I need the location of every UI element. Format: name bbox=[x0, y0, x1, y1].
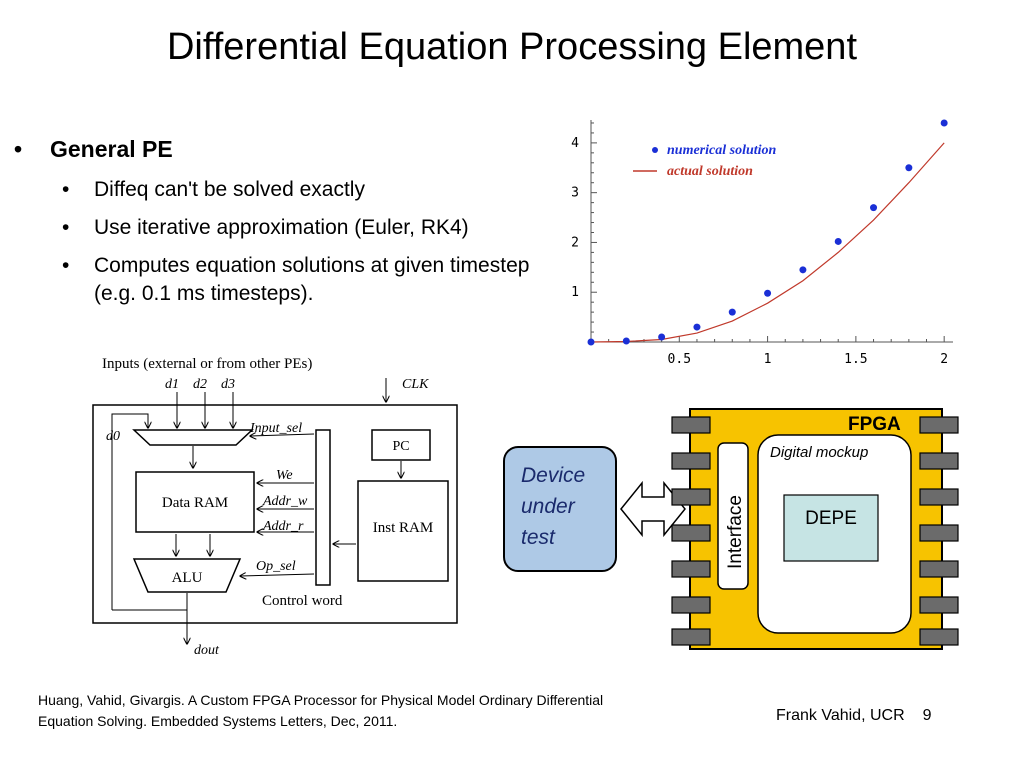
addr-w-label: Addr_w bbox=[262, 494, 308, 509]
inputs-label: Inputs (external or from other PEs) bbox=[102, 356, 312, 372]
input-sel-label: Input_sel bbox=[249, 421, 302, 436]
control-word-bar bbox=[315, 429, 331, 586]
y-tick-label: 4 bbox=[571, 136, 579, 151]
input-mux bbox=[132, 429, 254, 446]
legend-label-numerical: numerical solution bbox=[667, 143, 777, 158]
fpga-pin-left bbox=[671, 560, 711, 578]
control-word-label: Control word bbox=[262, 593, 343, 609]
numerical-solution-point bbox=[834, 237, 842, 245]
page-number: 9 bbox=[922, 707, 932, 724]
d2-label: d2 bbox=[193, 377, 207, 392]
dut-label-line2: under bbox=[521, 495, 576, 518]
we-label: We bbox=[276, 468, 293, 483]
inst-ram-label: Inst RAM bbox=[373, 520, 433, 536]
numerical-solution-point bbox=[728, 308, 736, 316]
chart-marks bbox=[587, 119, 948, 346]
x-tick-label: 0.5 bbox=[668, 352, 691, 367]
citation: Huang, Vahid, Givargis. A Custom FPGA Pr… bbox=[38, 690, 648, 732]
chart-legend: numerical solution actual solution bbox=[633, 143, 777, 179]
bullet-main-text: General PE bbox=[50, 136, 173, 162]
addr-r-label: Addr_r bbox=[262, 519, 304, 534]
digital-mockup-label: Digital mockup bbox=[770, 444, 868, 461]
data-ram-block bbox=[135, 471, 255, 533]
y-tick-label: 1 bbox=[571, 285, 579, 300]
footer: Frank Vahid, UCR 9 bbox=[776, 707, 932, 725]
fpga-pins bbox=[671, 416, 959, 646]
actual-solution-line bbox=[590, 142, 945, 343]
depe-box bbox=[783, 494, 879, 562]
x-tick-label: 1.5 bbox=[844, 352, 867, 367]
interface-label: Interface bbox=[725, 495, 746, 569]
double-arrow-icon bbox=[620, 480, 686, 538]
pe-block-diagram: Inputs (external or from other PEs) d1 d… bbox=[92, 356, 458, 658]
fpga-pin-right bbox=[919, 416, 959, 434]
numerical-solution-point bbox=[799, 266, 807, 274]
bullet-main: • General PE bbox=[14, 136, 574, 176]
pc-block bbox=[371, 429, 431, 461]
fpga-pin-left bbox=[671, 416, 711, 434]
numerical-solution-point bbox=[693, 323, 701, 331]
fpga-pin-left bbox=[671, 524, 711, 542]
fpga-pin-right bbox=[919, 524, 959, 542]
fpga-pin-right bbox=[919, 596, 959, 614]
sub-bullet: • Use iterative approximation (Euler, RK… bbox=[14, 214, 574, 242]
fpga-pin-right bbox=[919, 488, 959, 506]
op-sel-label: Op_sel bbox=[256, 559, 296, 574]
bullet-list: • General PE • Diffeq can't be solved ex… bbox=[14, 136, 574, 318]
inst-ram-block bbox=[357, 480, 449, 582]
numerical-solution-point bbox=[870, 204, 878, 212]
dut-label-line3: test bbox=[521, 526, 556, 549]
d1-label: d1 bbox=[165, 377, 179, 392]
chart-axes: 0.5 1 1.5 2 1 2 3 4 bbox=[571, 120, 953, 367]
citation-text: Huang, Vahid, Givargis. A Custom FPGA Pr… bbox=[38, 692, 604, 729]
dout-label: dout bbox=[194, 643, 220, 658]
alu-label: ALU bbox=[172, 570, 203, 586]
x-tick-label: 2 bbox=[940, 352, 948, 367]
fpga-pin-left bbox=[671, 488, 711, 506]
dut-label-line1: Device bbox=[521, 464, 585, 487]
sub-bullet: • Diffeq can't be solved exactly bbox=[14, 176, 574, 204]
pc-label: PC bbox=[392, 439, 409, 454]
fpga-pin-left bbox=[671, 628, 711, 646]
bullet-dot-icon: • bbox=[62, 254, 70, 277]
numerical-solution-point bbox=[658, 333, 666, 341]
x-tick-label: 1 bbox=[764, 352, 772, 367]
fpga-pin-left bbox=[671, 596, 711, 614]
alu-block bbox=[132, 558, 242, 593]
d0-label: d0 bbox=[106, 429, 120, 444]
numerical-solution-point bbox=[940, 119, 948, 127]
sub-bullet-text: Use iterative approximation (Euler, RK4) bbox=[94, 216, 469, 239]
bullet-dot-icon: • bbox=[14, 136, 23, 162]
fpga-pin-right bbox=[919, 560, 959, 578]
y-tick-label: 3 bbox=[571, 186, 579, 201]
fpga-pin-right bbox=[919, 452, 959, 470]
slide-title: Differential Equation Processing Element bbox=[166, 26, 857, 68]
fpga-label: FPGA bbox=[848, 414, 901, 435]
legend-label-actual: actual solution bbox=[667, 164, 753, 179]
bullet-dot-icon: • bbox=[62, 178, 70, 201]
legend-marker-numerical bbox=[652, 147, 658, 153]
data-ram-label: Data RAM bbox=[162, 495, 228, 511]
numerical-solution-point bbox=[622, 337, 630, 345]
pe-outer-box bbox=[92, 404, 458, 624]
depe-label: DEPE bbox=[805, 508, 857, 529]
sub-bullet: • Computes equation solutions at given t… bbox=[14, 252, 539, 308]
fpga-diagram: Device under test FPGA Digital mockup In… bbox=[503, 408, 959, 650]
d3-label: d3 bbox=[221, 377, 235, 392]
interface-box bbox=[717, 442, 749, 590]
clk-label: CLK bbox=[402, 377, 429, 392]
numerical-solution-point bbox=[905, 164, 913, 172]
bullet-dot-icon: • bbox=[62, 216, 70, 239]
y-tick-label: 2 bbox=[571, 235, 579, 250]
fpga-pin-right bbox=[919, 628, 959, 646]
sub-bullet-text: Diffeq can't be solved exactly bbox=[94, 178, 365, 201]
numerical-solution-point bbox=[587, 338, 595, 346]
fpga-pin-left bbox=[671, 452, 711, 470]
footer-author: Frank Vahid, UCR bbox=[776, 707, 905, 724]
device-under-test-box bbox=[503, 446, 617, 572]
numerical-solution-point bbox=[764, 289, 772, 297]
sub-bullet-text: Computes equation solutions at given tim… bbox=[94, 254, 530, 305]
solution-chart: 0.5 1 1.5 2 1 2 3 4 numerical solution actual s… bbox=[571, 119, 953, 367]
